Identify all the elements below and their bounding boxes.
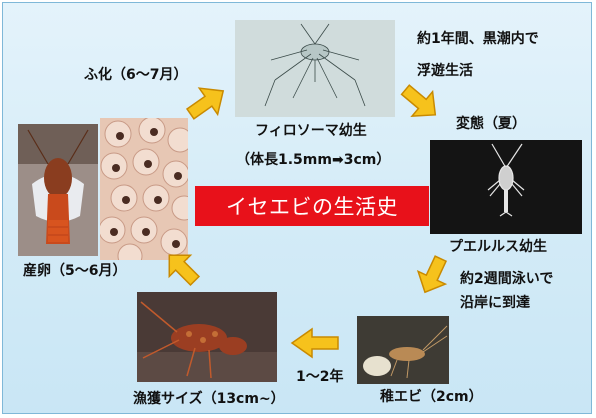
arrow-to-puerulus: [398, 80, 442, 124]
juvenile-label: 稚エビ（2cm）: [380, 390, 483, 404]
catch-size-lobster-photo: [137, 292, 277, 382]
spawning-label: 産卵（5～6月）: [23, 264, 126, 278]
years-label: 1～2年: [296, 370, 343, 384]
lifecycle-title: イセエビの生活史: [195, 186, 429, 226]
spawning-lobster-photo: [18, 124, 98, 256]
plankton-period-label-line2: 浮遊生活: [417, 64, 473, 78]
catch-size-label: 漁獲サイズ（13cm~）: [133, 392, 285, 406]
puerulus-label: プエルルス幼生: [449, 240, 547, 254]
swim-period-label-line1: 約2週間泳いで: [460, 272, 553, 286]
metamorphosis-label: 変態（夏）: [456, 117, 526, 131]
phyllosoma-photo: [235, 20, 395, 117]
arrow-to-phyllosoma: [183, 80, 229, 126]
puerulus-photo: [430, 140, 582, 234]
hatch-label: ふ化（6～7月）: [84, 68, 187, 82]
arrow-to-spawning: [162, 248, 202, 288]
arrow-to-juvenile: [412, 254, 454, 296]
plankton-period-label-line1: 約1年間、黒潮内で: [417, 32, 539, 46]
body-length-label: （体長1.5mm➡3cm）: [236, 153, 390, 167]
eggs-photo: [100, 118, 188, 260]
arrow-to-catch-size: [290, 328, 340, 358]
swim-period-label-line2: 沿岸に到達: [460, 296, 530, 310]
phyllosoma-label: フィロソーマ幼生: [255, 124, 367, 138]
juvenile-lobster-photo: [357, 316, 449, 384]
title-text: イセエビの生活史: [226, 191, 398, 221]
